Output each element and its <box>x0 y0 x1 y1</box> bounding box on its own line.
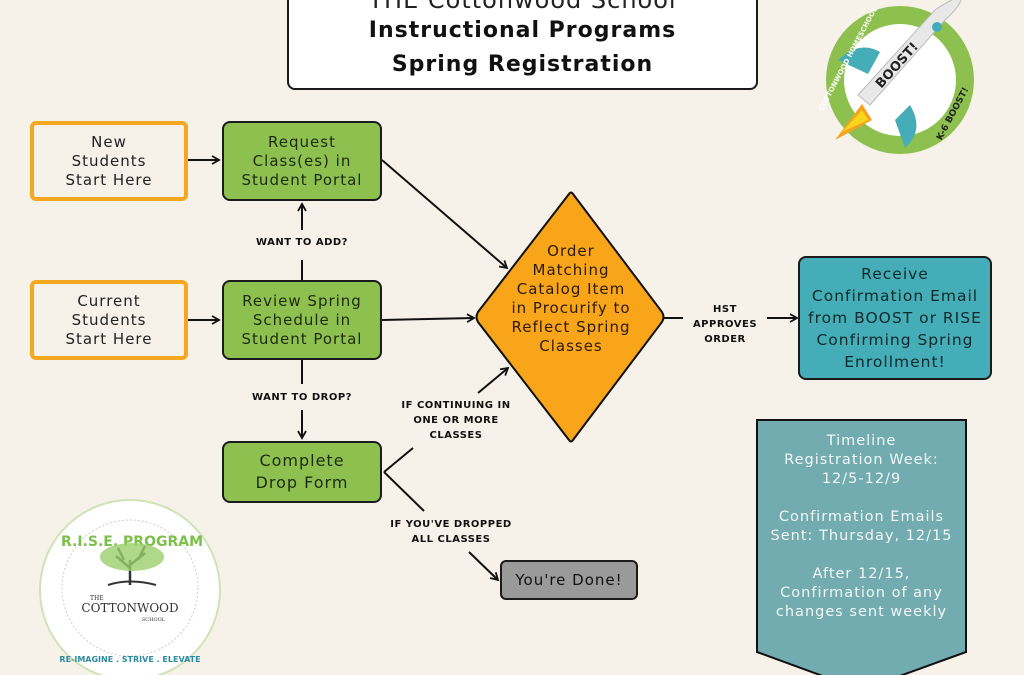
order-diamond-shape <box>475 191 665 443</box>
request-classes-box: Request Class(es) in Student Portal <box>222 121 382 201</box>
timeline-after-2: Confirmation of any <box>780 585 943 601</box>
done-label: You're Done! <box>515 570 623 589</box>
rise-logo: R.I.S.E. PROGRAM THE COTTONWOOD SCHOOL R… <box>39 499 221 675</box>
new-students-box: New Students Start Here <box>30 121 188 201</box>
review-schedule-label: Review Spring Schedule in Student Portal <box>241 291 363 348</box>
hst-approves-label: HST APPROVES ORDER <box>692 304 758 345</box>
rise-motto: RE-IMAGINE . STRIVE . ELEVATE <box>59 655 200 664</box>
timeline-registration-label: Registration Week: <box>784 452 939 468</box>
rocket-fin-icon <box>838 47 880 74</box>
complete-drop-label: Complete Drop Form <box>255 451 349 492</box>
complete-drop-box: Complete Drop Form <box>222 441 382 503</box>
timeline-after-1: After 12/15, <box>812 566 911 582</box>
line-drop-down <box>383 471 425 512</box>
arrow-continuing-to-order <box>477 366 510 394</box>
receive-confirmation-box: Receive Confirmation Email from BOOST or… <box>798 256 992 380</box>
arrow-review-to-order <box>381 313 476 323</box>
title-line-programs: Instructional Programs <box>368 18 677 43</box>
school-name: THE Cottonwood School <box>368 0 677 14</box>
timeline-emails-date: Sent: Thursday, 12/15 <box>770 528 953 544</box>
if-continuing-label: IF CONTINUING IN ONE OR MORE CLASSES <box>401 400 511 441</box>
if-dropped-label: IF YOU'VE DROPPED ALL CLASSES <box>390 519 512 545</box>
timeline-emails-label: Confirmation Emails <box>778 509 945 525</box>
review-schedule-box: Review Spring Schedule in Student Portal <box>222 280 382 360</box>
want-to-add-label: WANT TO ADD? <box>256 237 348 248</box>
timeline-registration-dates: 12/5-12/9 <box>821 471 902 487</box>
order-catalog-label: Order Matching Catalog Item in Procurify… <box>511 242 631 355</box>
timeline-heading: Timeline <box>826 433 897 449</box>
title-line-registration: Spring Registration <box>391 52 654 77</box>
timeline-panel: Timeline Registration Week: 12/5-12/9 Co… <box>757 432 966 622</box>
timeline-shape <box>756 419 967 675</box>
rise-top-text: R.I.S.E. PROGRAM <box>61 534 203 550</box>
title-box: THE Cottonwood School Instructional Prog… <box>287 0 758 90</box>
timeline-after-3: changes sent weekly <box>775 604 948 620</box>
want-to-drop-label: WANT TO DROP? <box>252 392 352 403</box>
request-classes-label: Request Class(es) in Student Portal <box>241 132 363 189</box>
receive-confirmation-label: Receive Confirmation Email from BOOST or… <box>808 265 982 371</box>
done-box: You're Done! <box>500 560 638 600</box>
new-students-label: New Students Start Here <box>65 132 153 189</box>
line-drop-up <box>383 447 414 473</box>
rise-school-name: COTTONWOOD <box>81 601 178 615</box>
arrow-request-to-order <box>381 159 509 270</box>
current-students-label: Current Students Start Here <box>65 291 153 348</box>
rise-school-the: THE <box>90 595 104 602</box>
current-students-box: Current Students Start Here <box>30 280 188 360</box>
rise-school-sub: SCHOOL <box>142 617 166 623</box>
boost-logo: BOOST! K-6 BOOST! COTTONWOOD HOMESCHOOL <box>817 0 974 154</box>
arrow-to-done <box>468 551 500 582</box>
